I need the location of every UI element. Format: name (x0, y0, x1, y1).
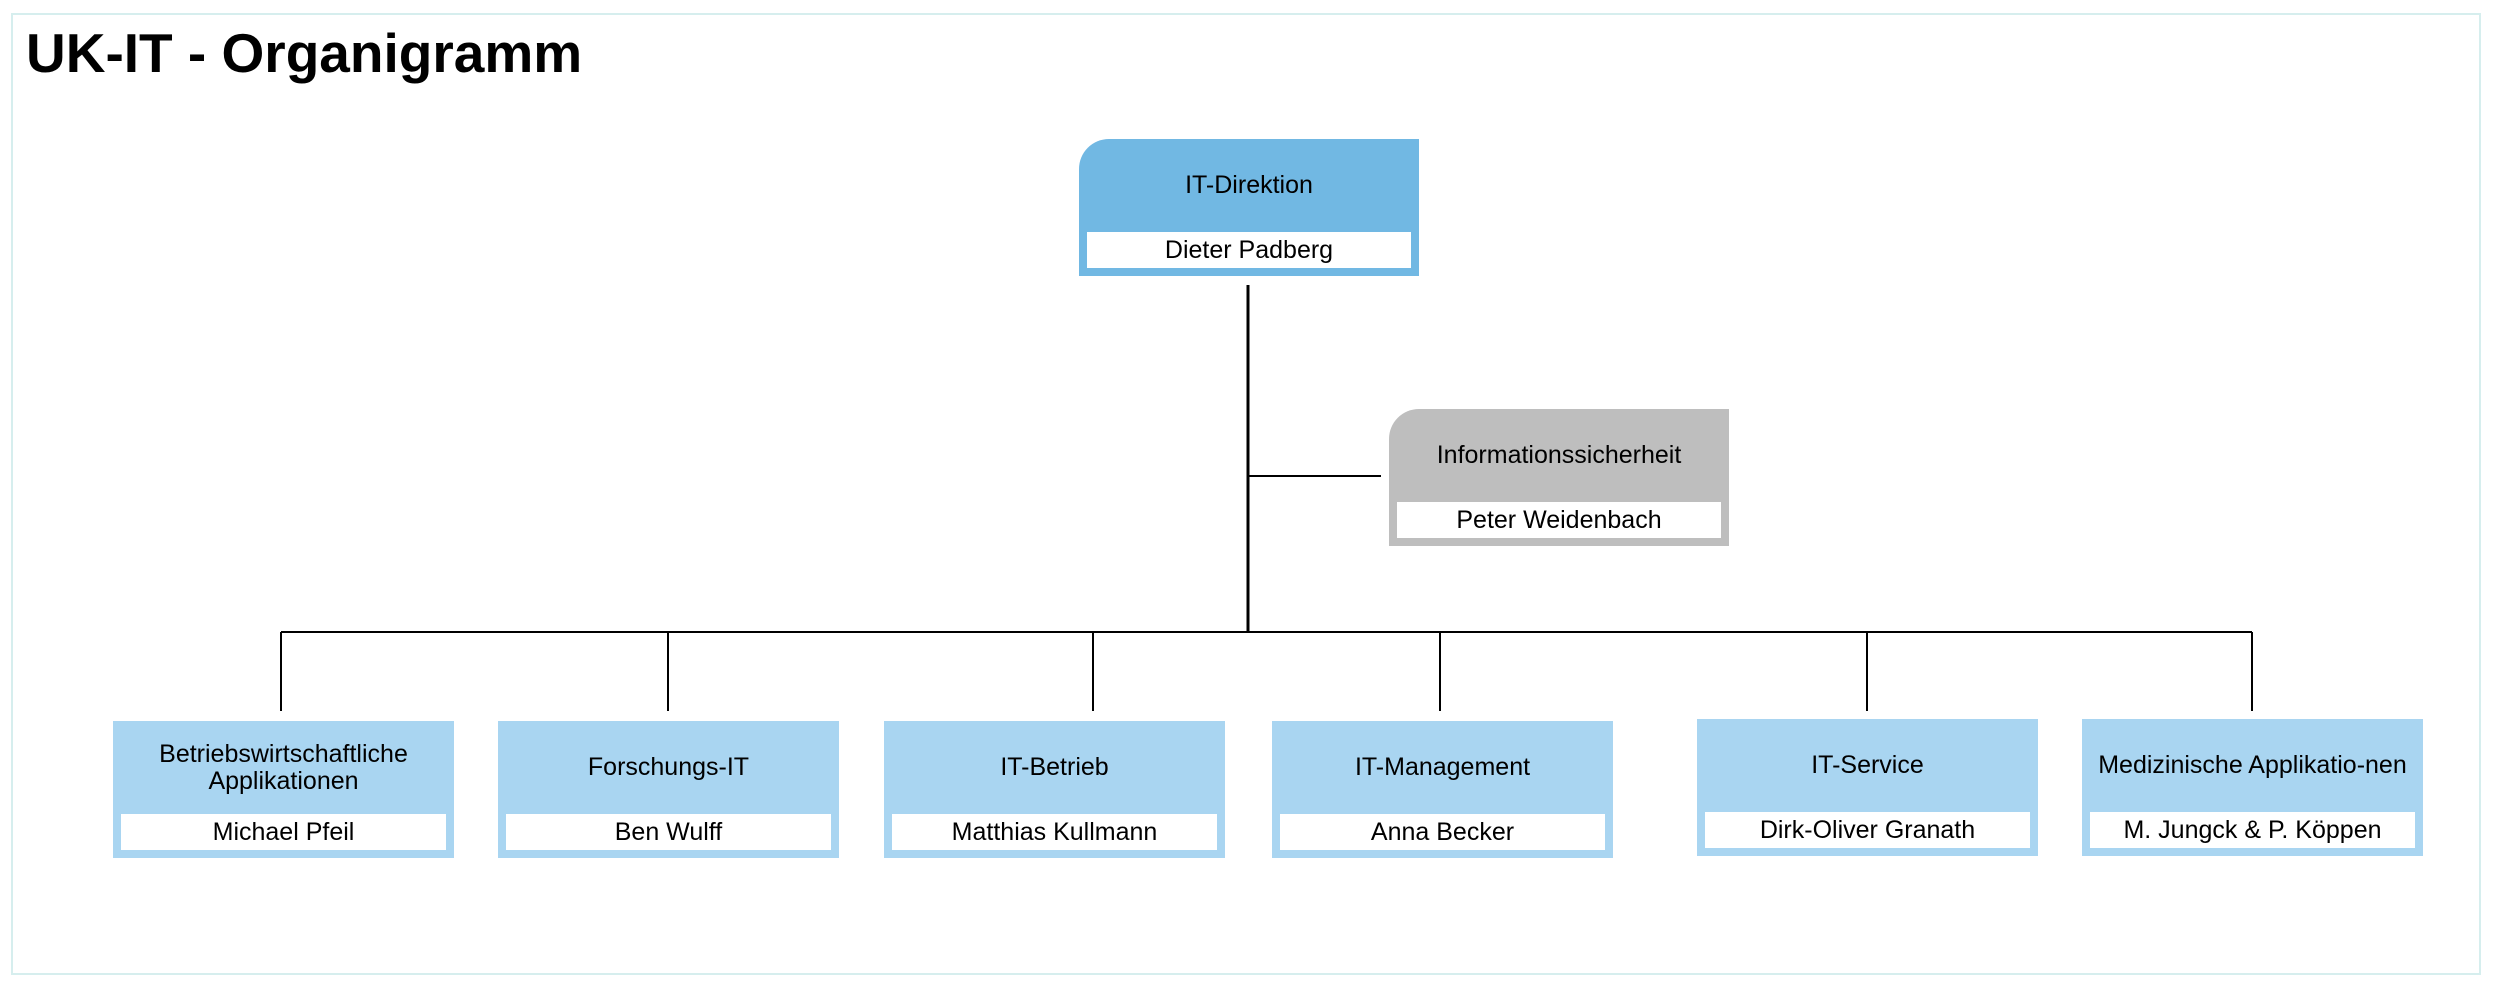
org-node-unit: IT-Management (1354, 753, 1531, 781)
org-node-head: Michael Pfeil (121, 814, 446, 850)
org-node-it-betrieb: IT-Betrieb Matthias Kullmann (884, 721, 1225, 858)
org-node-head: Anna Becker (1280, 814, 1605, 850)
org-node-forschungs-it: Forschungs-IT Ben Wulff (498, 721, 839, 858)
org-node-unit: Forschungs-IT (587, 753, 750, 781)
org-node-unit: IT-Service (1811, 751, 1924, 779)
org-node-betriebswirtschaftliche-applikationen: Betriebswirtschaftliche Applikationen Mi… (113, 721, 454, 858)
org-node-unit: Medizinische Applikatio-nen (2098, 751, 2407, 779)
org-node-it-service: IT-Service Dirk-Oliver Granath (1697, 719, 2038, 856)
diagram-frame (11, 13, 2481, 975)
org-node-head: M. Jungck & P. Köppen (2090, 812, 2415, 848)
org-node-it-management: IT-Management Anna Becker (1272, 721, 1613, 858)
org-node-head: Dieter Padberg (1087, 232, 1411, 268)
org-node-unit: Betriebswirtschaftliche Applikationen (159, 739, 408, 795)
org-node-unit: IT-Direktion (1185, 171, 1313, 199)
org-node-unit: IT-Betrieb (1000, 753, 1109, 781)
org-node-head: Peter Weidenbach (1397, 502, 1721, 538)
org-node-head: Dirk-Oliver Granath (1705, 812, 2030, 848)
org-node-informationssicherheit: Informationssicherheit Peter Weidenbach (1389, 409, 1729, 546)
org-node-head: Ben Wulff (506, 814, 831, 850)
page-title: UK-IT - Organigramm (26, 22, 583, 84)
org-node-it-direktion: IT-Direktion Dieter Padberg (1079, 139, 1419, 276)
org-node-unit: Informationssicherheit (1436, 441, 1682, 469)
org-node-head: Matthias Kullmann (892, 814, 1217, 850)
org-node-medizinische-applikationen: Medizinische Applikatio-nen M. Jungck & … (2082, 719, 2423, 856)
